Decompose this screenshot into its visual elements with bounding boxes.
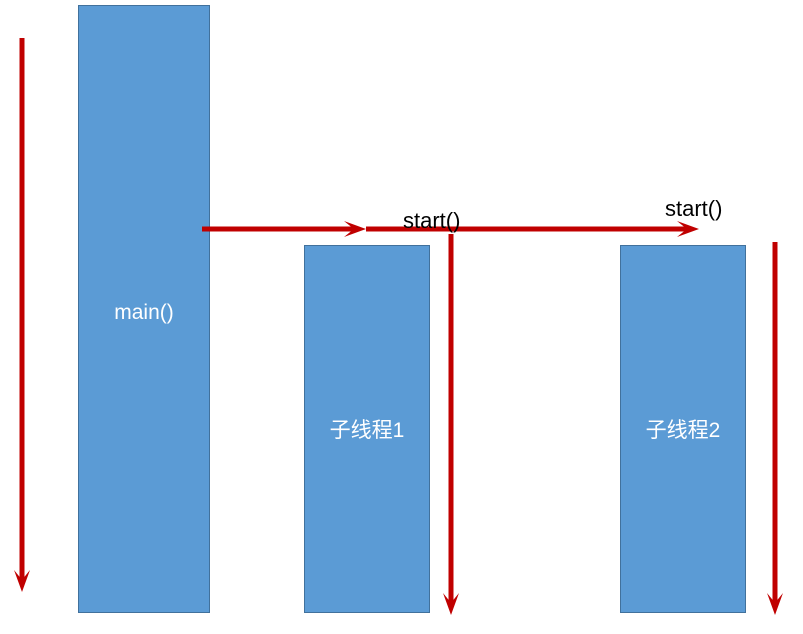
start-call-2-head bbox=[677, 221, 699, 237]
lifeline-label-main-thread: main() bbox=[114, 301, 174, 324]
main-timeline-arrow-head bbox=[14, 570, 30, 592]
arrow-label-start-call-1: start() bbox=[403, 208, 461, 233]
start-call-1-head bbox=[344, 221, 366, 237]
lifeline-box-main-thread bbox=[78, 5, 210, 613]
lifeline-label-child-thread-1: 子线程1 bbox=[329, 419, 405, 442]
child-2-timeline-arrow-head bbox=[767, 593, 783, 615]
lifeline-box-child-thread-2 bbox=[620, 245, 746, 613]
child-1-timeline-arrow-head bbox=[443, 593, 459, 615]
lifeline-box-child-thread-1 bbox=[304, 245, 430, 613]
arrow-label-start-call-2: start() bbox=[665, 196, 723, 221]
lifeline-label-child-thread-2: 子线程2 bbox=[645, 419, 721, 442]
